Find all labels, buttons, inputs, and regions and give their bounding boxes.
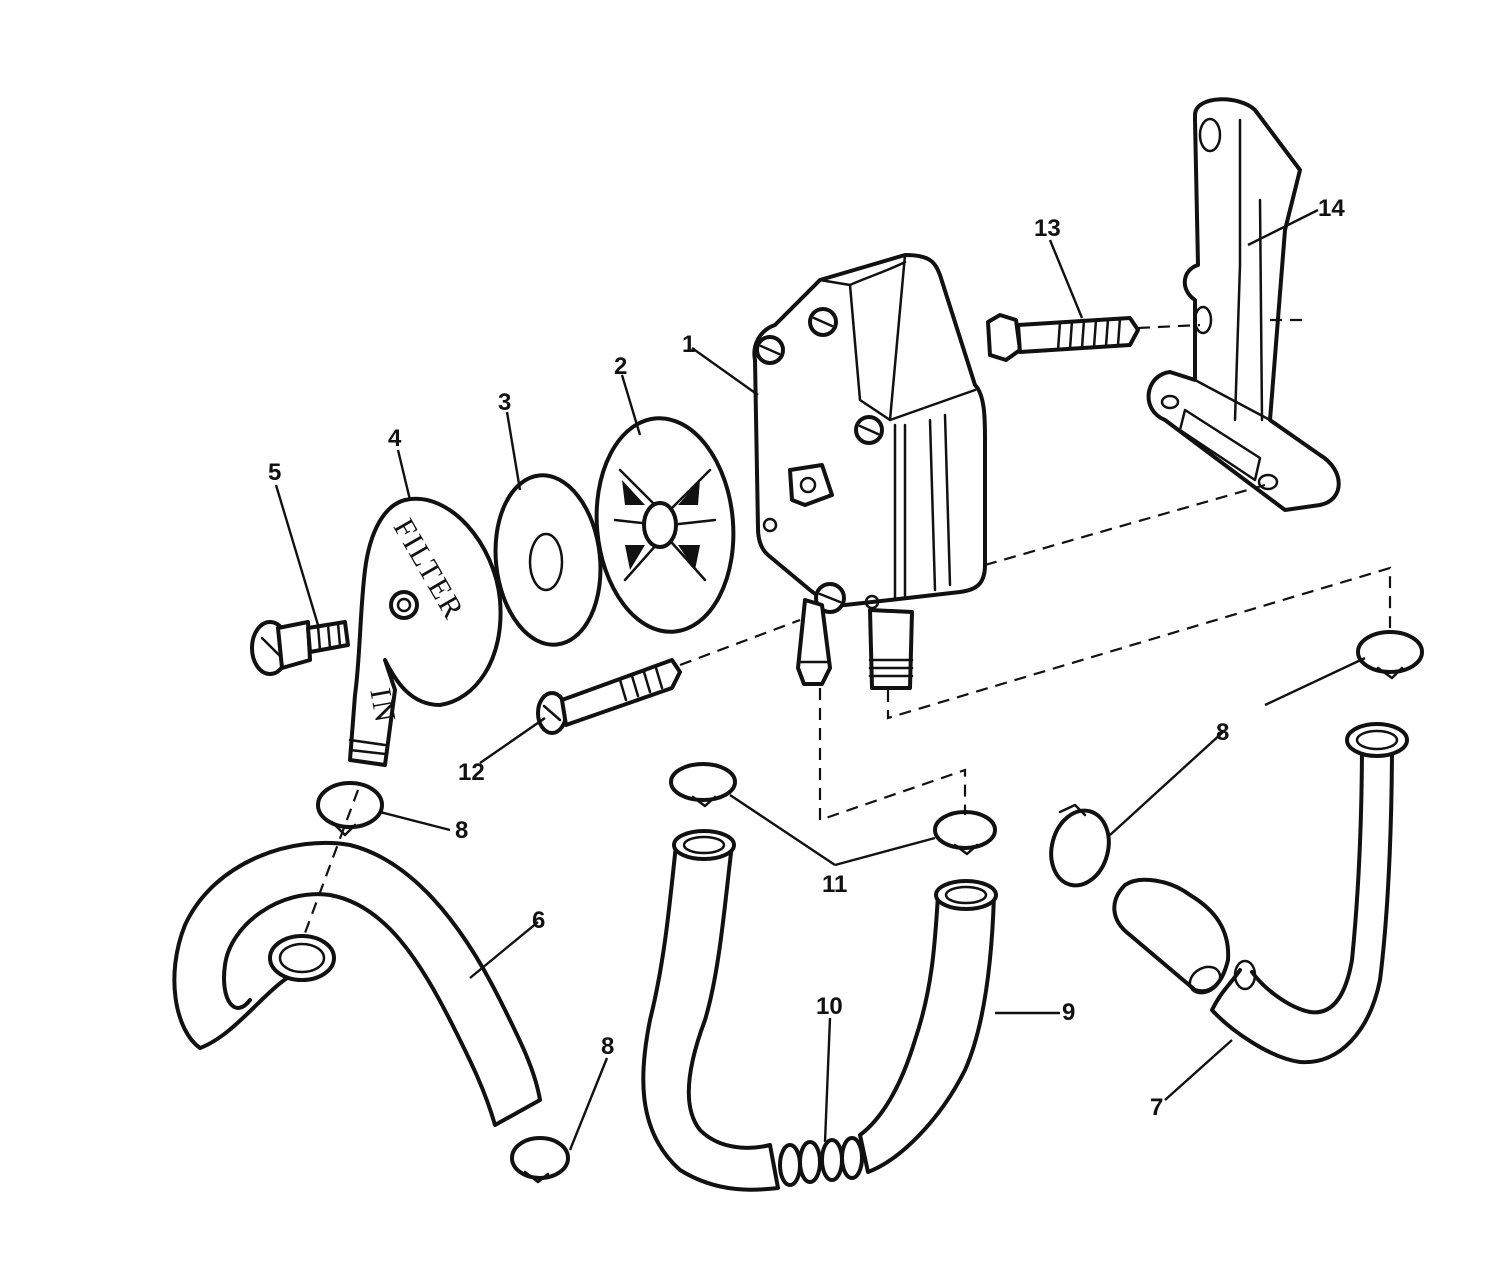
callout-3: 3 — [498, 389, 511, 416]
fuel-hose-6 — [172, 840, 542, 1127]
callout-10: 10 — [816, 993, 843, 1020]
callout-2: 2 — [614, 353, 627, 380]
screw-alignment-line — [679, 618, 801, 667]
callout-7: 7 — [1150, 1094, 1163, 1121]
fuel-hose-7 — [1112, 722, 1409, 1065]
callout-14: 14 — [1318, 195, 1345, 222]
callout-1: 1 — [682, 331, 695, 358]
callout-5: 5 — [268, 459, 281, 486]
fuel-hose-9 — [641, 829, 998, 1192]
callout-9: 9 — [1062, 999, 1075, 1026]
fuel-pump-body — [752, 253, 987, 690]
clamp-outlet-fitting — [1356, 630, 1424, 680]
inlet-alignment-line — [818, 688, 967, 822]
callout-8-outlet: 8 — [1216, 719, 1229, 746]
check-valve-plate — [594, 416, 736, 634]
callout-13: 13 — [1034, 215, 1061, 242]
callout-8-extra: 8 — [1216, 719, 1229, 746]
callout-6: 6 — [532, 907, 545, 934]
pump-attaching-screw — [536, 658, 682, 735]
callout-12: 12 — [458, 759, 485, 786]
hose-spring — [778, 1136, 864, 1187]
clamp-hose-7 — [1049, 803, 1111, 888]
clamp-11-right — [933, 810, 997, 856]
filter-stem-alignment-line — [293, 789, 360, 961]
bolt-alignment-line — [1137, 318, 1305, 330]
outlet-alignment-line — [886, 566, 1392, 720]
callout-4: 4 — [388, 425, 402, 452]
callout-8-filter: 8 — [455, 817, 468, 844]
bracket-alignment-line — [984, 483, 1266, 567]
callout-11: 11 — [822, 871, 847, 898]
filter-stem-marking: IN — [363, 686, 402, 727]
callout-labels: 1 2 3 4 5 13 14 12 8 8 11 6 10 9 8 7 — [268, 195, 1345, 1121]
filter-gasket — [493, 473, 603, 647]
mounting-bracket — [1146, 97, 1341, 512]
leader-lines — [274, 208, 1366, 1151]
mounting-bolt — [986, 313, 1140, 362]
filter-cover: FILTER IN — [348, 496, 503, 767]
filter-thumb-screw — [250, 620, 350, 676]
clamp-hose-end — [510, 1136, 570, 1184]
callout-8-hose: 8 — [601, 1033, 614, 1060]
clamp-filter-stem — [316, 781, 384, 837]
clamp-11-left — [669, 762, 737, 808]
